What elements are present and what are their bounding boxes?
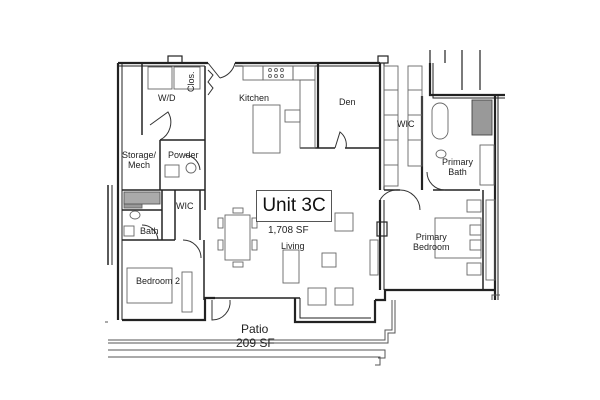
room-label-powder: Powder bbox=[168, 150, 199, 160]
room-label-bedroom-2: Bedroom 2 bbox=[136, 276, 181, 286]
room-label-primary-bath-line1: Primary bbox=[442, 157, 473, 167]
patio-area: 209 SF bbox=[236, 336, 275, 350]
room-label-storage-line2: Mech bbox=[128, 159, 151, 170]
room-label-primary-bedroom: Primary Bedroom bbox=[413, 232, 450, 253]
room-label-wic-primary: WIC bbox=[397, 119, 415, 129]
unit-name: Unit 3C bbox=[262, 195, 326, 216]
room-label-storage-line1: Storage/ bbox=[122, 150, 157, 160]
room-label-primary-bath: Primary Bath bbox=[442, 157, 473, 178]
room-label-patio: Patio bbox=[241, 322, 269, 336]
unit-area: 1,708 SF bbox=[268, 225, 309, 236]
room-label-primary-bath-line2: Bath bbox=[448, 166, 467, 177]
room-label-storage-mech: Storage/ Mech bbox=[122, 150, 157, 171]
unit-name-box: Unit 3C bbox=[256, 190, 332, 222]
room-label-den: Den bbox=[339, 97, 356, 107]
room-label-clos: Clos. bbox=[186, 71, 196, 92]
room-label-wd: W/D bbox=[158, 93, 176, 103]
room-label-kitchen: Kitchen bbox=[239, 93, 270, 103]
room-label-primary-bedroom-line2: Bedroom bbox=[413, 241, 450, 252]
room-label-primary-bedroom-line1: Primary bbox=[415, 232, 447, 242]
room-label-wic-secondary: WIC bbox=[176, 201, 194, 211]
room-label-bath: Bath bbox=[140, 226, 159, 236]
room-label-living: Living bbox=[281, 241, 305, 251]
